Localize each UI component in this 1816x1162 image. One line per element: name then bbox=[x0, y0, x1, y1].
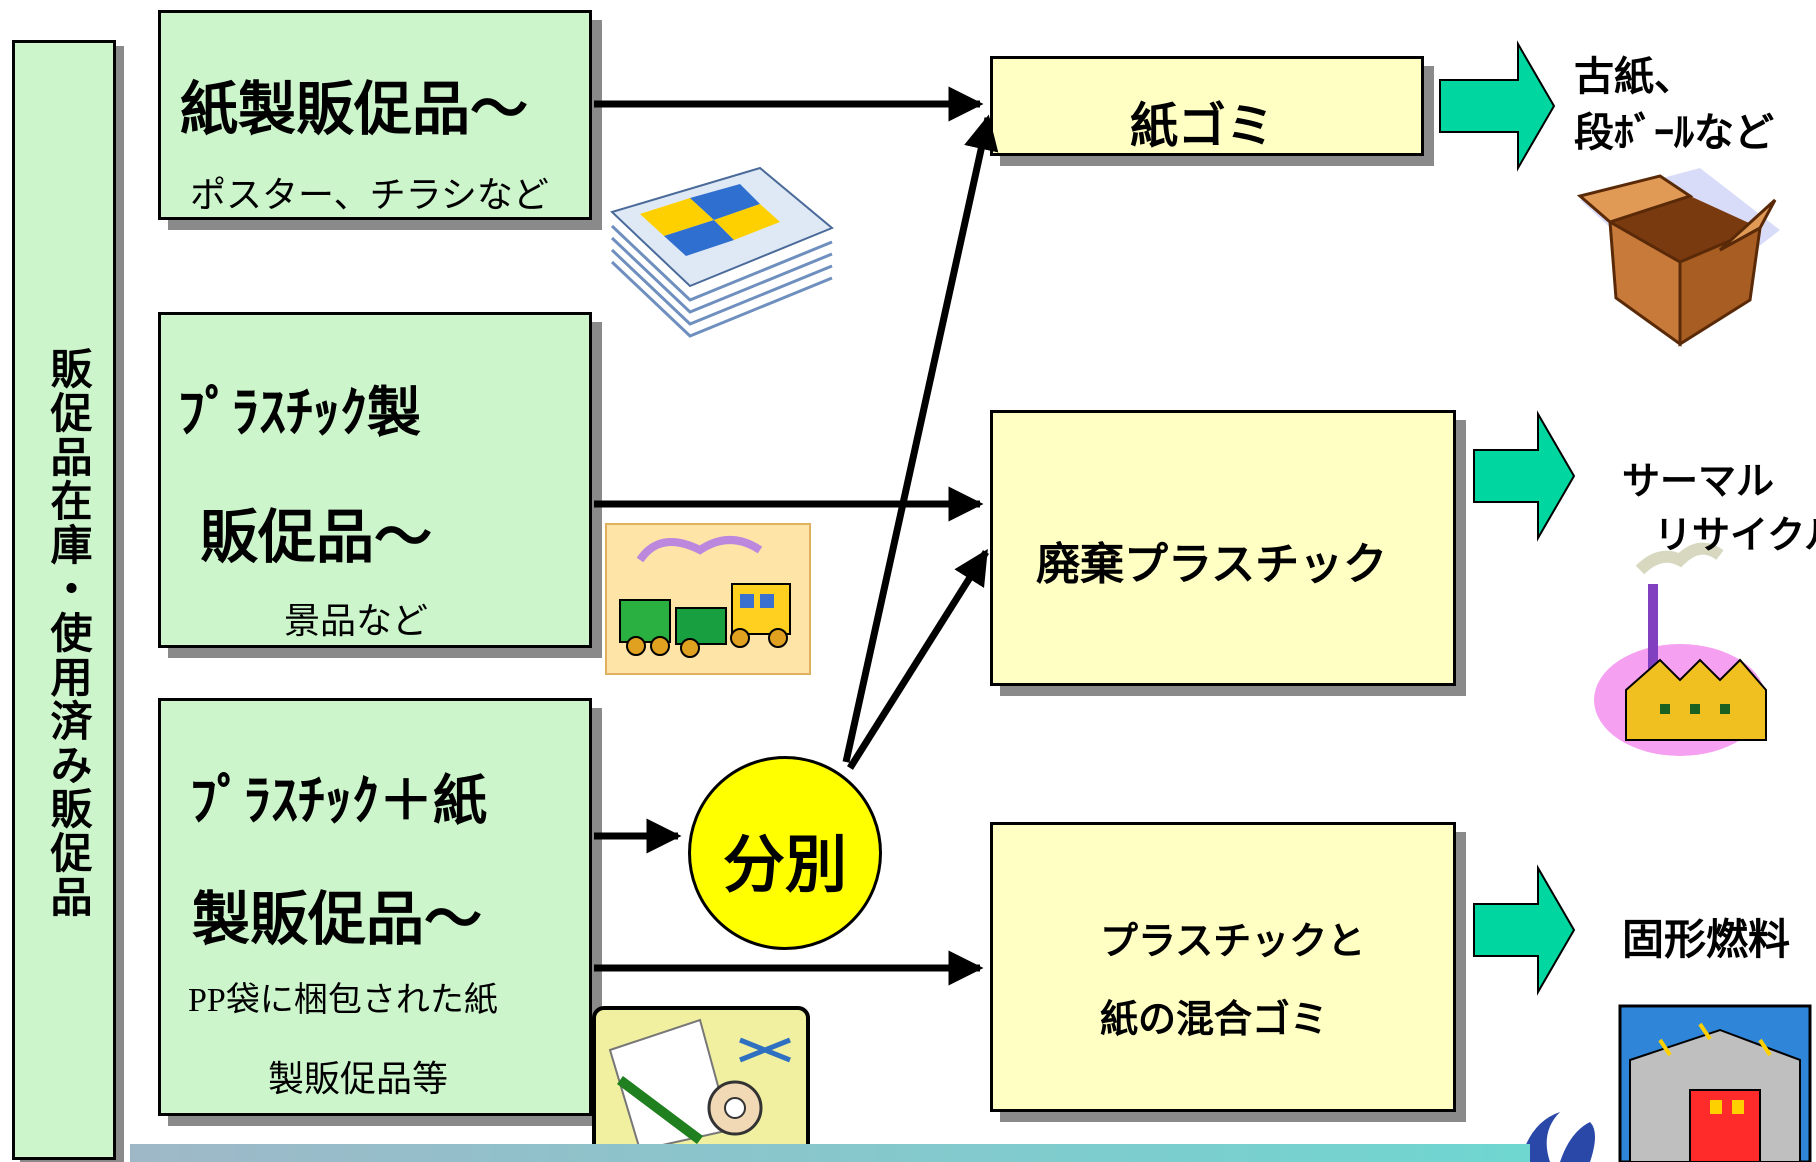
arrow-sort-to-paperwaste bbox=[842, 114, 999, 763]
source-mixed-title-1: ﾌﾟﾗｽﾁｯｸ＋紙 bbox=[190, 769, 487, 832]
source-paper-sub: ポスター、チラシなど bbox=[190, 175, 549, 216]
inventory-label: 販促品在庫・使用済み販促品 bbox=[44, 347, 93, 919]
source-plastic-title-2: 販促品～ bbox=[200, 503, 433, 571]
dest-mixed-box bbox=[990, 822, 1456, 1112]
dest-mixed-label-1: プラスチックと bbox=[1100, 919, 1366, 963]
dest-plastic-box bbox=[990, 410, 1456, 686]
dest-paper-label: 紙ゴミ bbox=[1130, 98, 1275, 154]
sort-node-label: 分別 bbox=[722, 828, 847, 901]
outcome-paper-line2: 段ﾎﾞｰﾙなど bbox=[1574, 110, 1774, 156]
source-mixed-box bbox=[158, 698, 592, 1116]
power-plant-icon bbox=[1520, 1004, 1812, 1162]
stationery-icon bbox=[592, 1006, 810, 1156]
dest-paper-box bbox=[990, 56, 1424, 156]
source-mixed-title-2: 製販促品～ bbox=[192, 885, 483, 953]
source-mixed-sub-2: 製販促品等 bbox=[268, 1059, 449, 1100]
sort-node: 分別 bbox=[688, 756, 882, 950]
source-plastic-title-1: ﾌﾟﾗｽﾁｯｸ製 bbox=[178, 381, 421, 444]
outcome-arrow-paper bbox=[1439, 40, 1556, 172]
source-paper-title: 紙製販促品～ bbox=[180, 75, 529, 143]
source-plastic-sub: 景品など bbox=[284, 601, 429, 642]
factory-icon bbox=[1594, 542, 1767, 756]
outcome-arrow-mixed bbox=[1473, 864, 1576, 996]
bottom-bar bbox=[130, 1144, 1530, 1162]
arrow-sort-to-plasticwaste bbox=[847, 549, 989, 770]
toy-train-icon bbox=[605, 523, 811, 675]
dest-plastic-label: 廃棄プラスチック bbox=[1036, 539, 1388, 590]
source-paper-box bbox=[158, 10, 592, 220]
outcome-arrow-plastic bbox=[1473, 410, 1576, 542]
outcome-plastic-line2: リサイクル bbox=[1654, 513, 1816, 557]
source-plastic-box bbox=[158, 312, 592, 648]
dest-mixed-label-2: 紙の混合ゴミ bbox=[1100, 997, 1329, 1041]
inventory-label-box: 販促品在庫・使用済み販促品 bbox=[12, 40, 116, 1160]
cardboard-box-icon bbox=[1576, 168, 1780, 347]
outcome-paper-line1: 古紙、 bbox=[1574, 54, 1694, 100]
outcome-plastic-line1: サーマル bbox=[1622, 459, 1775, 503]
source-mixed-sub-1: PP袋に梱包された紙 bbox=[188, 982, 498, 1019]
outcome-mixed-label: 固形燃料 bbox=[1622, 915, 1791, 964]
paper-stack-icon bbox=[610, 166, 834, 338]
